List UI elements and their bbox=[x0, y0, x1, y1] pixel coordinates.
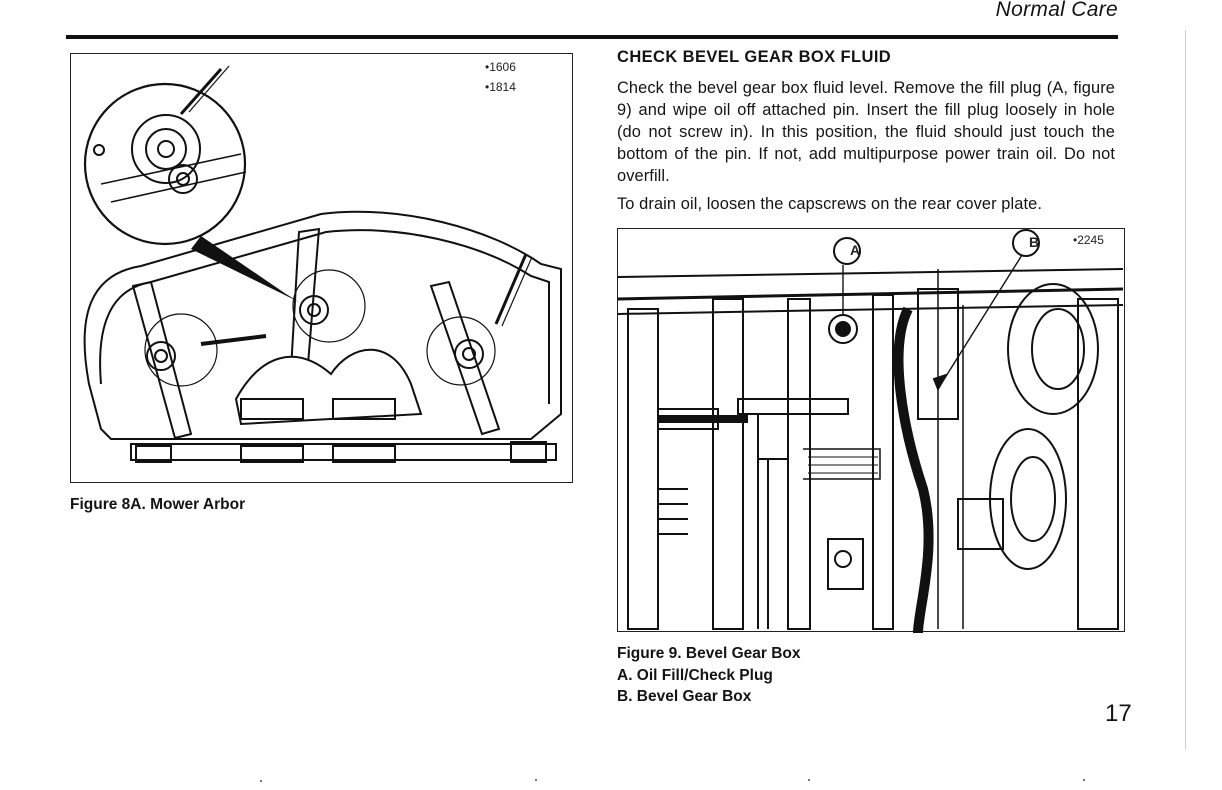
page-number: 17 bbox=[1105, 700, 1132, 727]
header-rule bbox=[66, 35, 1118, 39]
scan-speck bbox=[1083, 779, 1085, 781]
figure-9-bevel-gear-box: A B •2245 bbox=[617, 228, 1125, 633]
drain-instruction: To drain oil, loosen the capscrews on th… bbox=[617, 195, 1042, 213]
figure-ref-code-3: •2245 bbox=[1073, 233, 1104, 247]
figure-ref-code-2: •1814 bbox=[485, 80, 516, 94]
callout-a-label: A bbox=[850, 242, 861, 258]
figure-9-caption: Figure 9. Bevel Gear Box bbox=[617, 645, 801, 662]
figure-8a-mower-arbor: •1606 •1814 bbox=[70, 53, 573, 483]
mower-deck-drawing bbox=[83, 65, 562, 463]
running-header: Normal Care bbox=[995, 0, 1118, 21]
instruction-paragraph: Check the bevel gear box fluid level. Re… bbox=[617, 79, 1115, 185]
scan-edge-line bbox=[1185, 30, 1186, 750]
scan-speck bbox=[808, 779, 810, 781]
figure-8a-caption: Figure 8A. Mower Arbor bbox=[70, 496, 246, 513]
legend-item-b: B. Bevel Gear Box bbox=[617, 688, 752, 705]
scan-speck bbox=[260, 780, 262, 782]
callout-b-label: B bbox=[1029, 234, 1040, 250]
scan-speck bbox=[535, 779, 537, 781]
legend-item-a: A. Oil Fill/Check Plug bbox=[617, 667, 773, 684]
figure-ref-code-1: •1606 bbox=[485, 60, 516, 74]
section-heading: CHECK BEVEL GEAR BOX FLUID bbox=[617, 48, 892, 66]
bevel-gear-box-drawing bbox=[618, 229, 1124, 633]
